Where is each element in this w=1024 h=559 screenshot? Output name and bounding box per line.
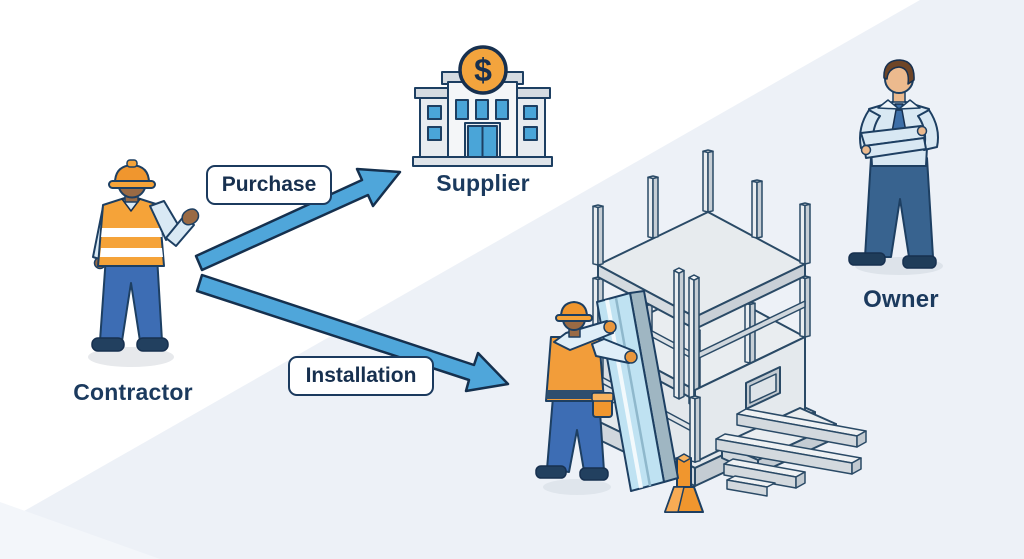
contractor-worker-icon (88, 159, 200, 367)
pylon-icon (664, 453, 704, 513)
purchase-label-box: Purchase (206, 165, 332, 205)
beam-stack-icon (715, 408, 867, 497)
dollar-coin-icon: $ (458, 45, 508, 95)
contractor-shadow (88, 347, 174, 367)
construction-site-icon (535, 149, 867, 513)
installer-shadow (543, 479, 611, 495)
owner-person-icon (848, 59, 943, 275)
installation-label: Installation (305, 364, 417, 387)
purchase-label: Purchase (221, 173, 317, 196)
supplier-bank-icon: $ (412, 45, 553, 167)
top-floor-slab (597, 211, 806, 330)
owner-hair (883, 59, 915, 85)
owner-label: Owner (863, 286, 939, 313)
installation-label-box: Installation (288, 356, 434, 396)
installer-worker-icon (535, 290, 679, 495)
purchase-arrow-icon (194, 167, 402, 272)
dollar-symbol: $ (474, 52, 492, 88)
supplier-label: Supplier (436, 170, 530, 196)
ground-floor-wall (694, 336, 806, 463)
contractor-label: Contractor (73, 379, 193, 405)
